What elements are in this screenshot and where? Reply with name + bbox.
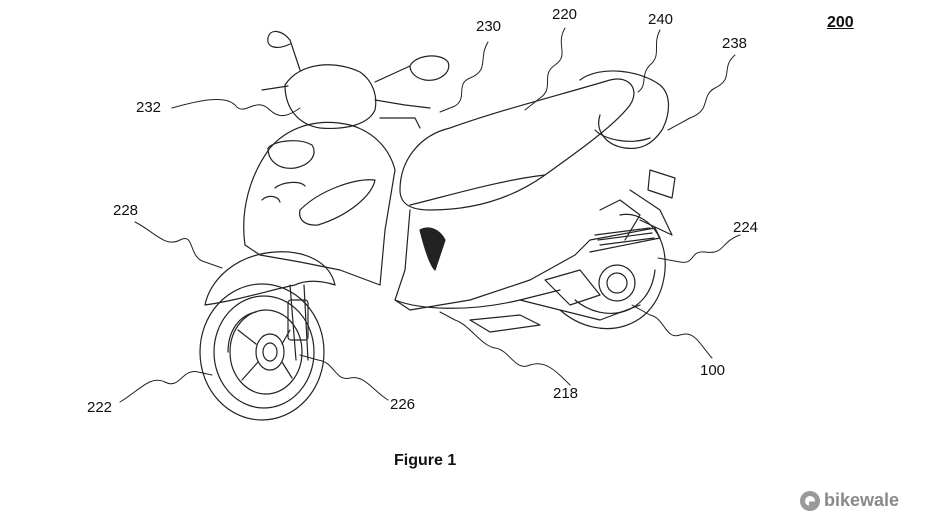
watermark: bikewale xyxy=(800,490,899,511)
leader-226 xyxy=(299,354,389,401)
leader-224 xyxy=(657,234,741,263)
leader-220 xyxy=(524,27,566,111)
figure-number: 200 xyxy=(827,14,854,31)
rear-wheel xyxy=(559,213,666,330)
engine-unit xyxy=(469,199,641,333)
callout-226: 226 xyxy=(390,396,416,413)
front-mudguard xyxy=(204,251,336,306)
leader-232 xyxy=(171,99,301,117)
leader-238 xyxy=(667,54,736,131)
rear-body xyxy=(579,70,676,236)
callout-230: 230 xyxy=(476,18,502,35)
figure-caption: Figure 1 xyxy=(394,452,457,469)
seat xyxy=(399,78,635,211)
leader-100 xyxy=(631,304,713,359)
leader-222 xyxy=(119,371,213,403)
leader-lines xyxy=(119,27,741,403)
callout-218: 218 xyxy=(553,385,579,402)
leader-230 xyxy=(439,41,489,113)
front-wheel xyxy=(199,283,325,421)
bikewale-logo-icon xyxy=(800,490,820,511)
callout-100: 100 xyxy=(700,362,726,379)
front-fork xyxy=(287,284,309,361)
callout-224: 224 xyxy=(733,219,759,236)
watermark-text: bikewale xyxy=(824,490,900,510)
callout-240: 240 xyxy=(648,11,674,28)
callout-232: 232 xyxy=(136,99,162,116)
callout-238: 238 xyxy=(722,35,748,52)
leader-240 xyxy=(637,29,661,93)
leader-228 xyxy=(134,221,223,269)
callout-222: 222 xyxy=(87,399,113,416)
callout-228: 228 xyxy=(113,202,139,219)
callout-220: 220 xyxy=(552,6,578,23)
handlebar-cover xyxy=(261,30,450,130)
leader-218 xyxy=(439,311,571,386)
front-body xyxy=(243,121,396,286)
body-side xyxy=(394,209,661,311)
